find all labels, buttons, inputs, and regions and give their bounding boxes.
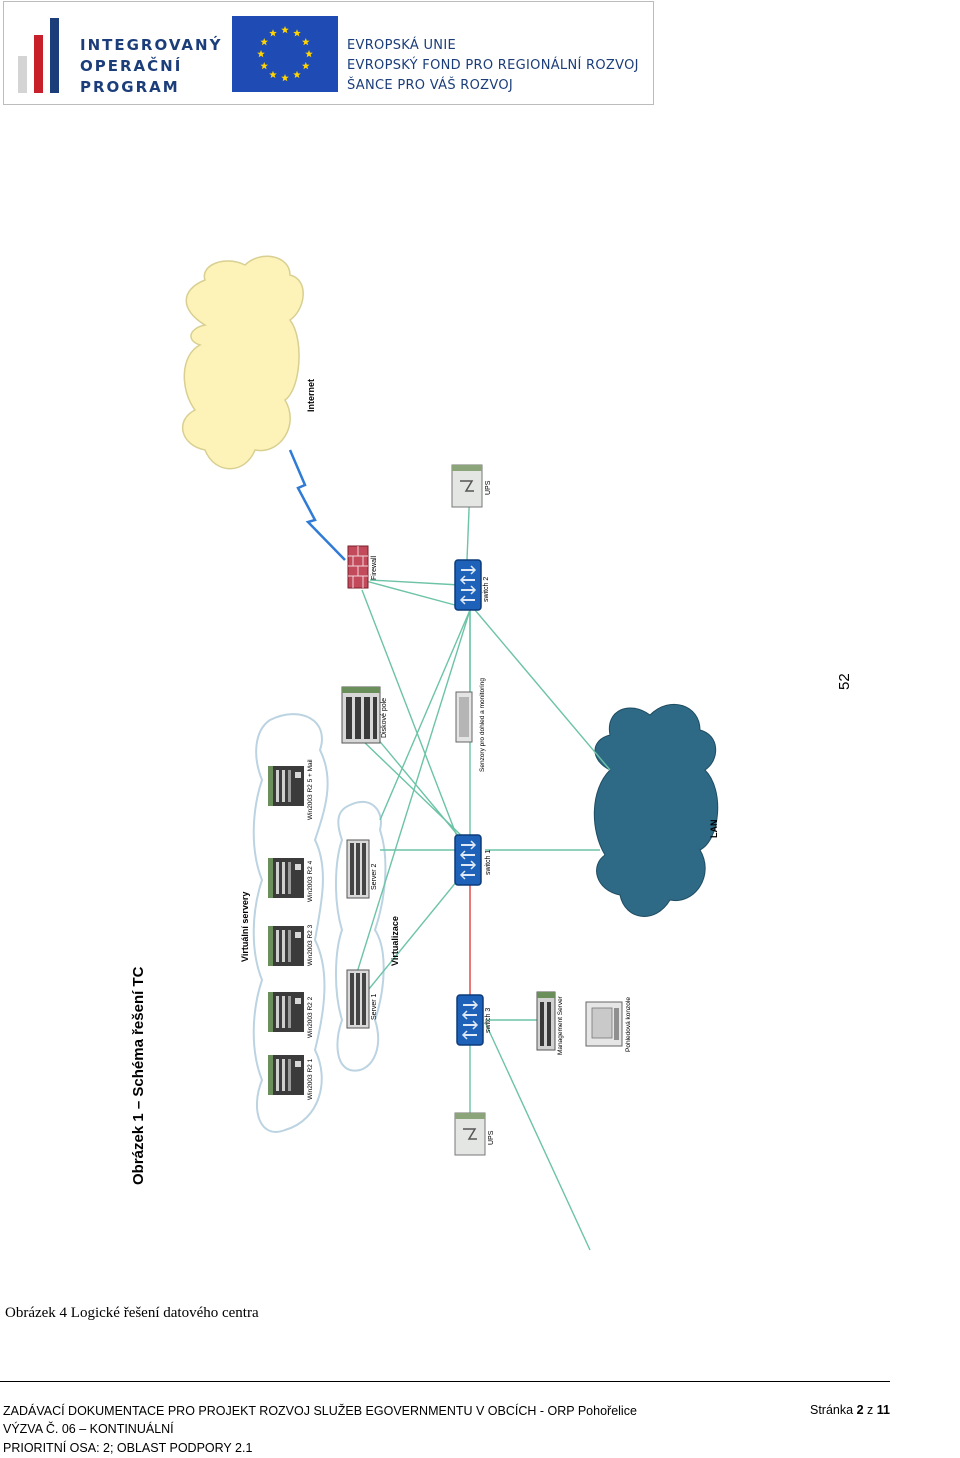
ups-bottom-icon bbox=[454, 1112, 486, 1156]
eu-star-icon bbox=[281, 26, 289, 34]
eu-star-icon bbox=[269, 29, 277, 37]
iop-logo-text: INTEGROVANÝ OPERAČNÍ PROGRAM bbox=[80, 35, 222, 98]
internet-link bbox=[288, 449, 346, 561]
eu-star-icon bbox=[260, 38, 269, 46]
eu-star-icon bbox=[260, 62, 269, 70]
server2-icon bbox=[346, 839, 370, 899]
management-server-icon bbox=[536, 991, 556, 1051]
eu-star-icon bbox=[293, 29, 301, 37]
page-prefix: Stránka bbox=[810, 1403, 854, 1417]
page-sep: z bbox=[867, 1403, 874, 1417]
eu-flag-icon bbox=[232, 16, 338, 92]
label-switch1: switch 1 bbox=[485, 850, 492, 875]
label-server1: Server 1 bbox=[371, 993, 378, 1020]
eu-star-icon bbox=[269, 70, 277, 79]
label-admin-console: Pohledová konzole bbox=[625, 997, 632, 1052]
label-vm3: Win2003 R2 3 bbox=[307, 924, 314, 966]
footer-page-counter: Stránka 2 z 11 bbox=[810, 1403, 890, 1417]
label-switch3: switch 3 bbox=[485, 1008, 492, 1033]
footer-line3: PRIORITNÍ OSA: 2; OBLAST PODPORY 2.1 bbox=[3, 1441, 253, 1455]
vm1-server-icon bbox=[268, 1055, 304, 1095]
eu-star-icon bbox=[301, 62, 310, 70]
eu-text-line2: EVROPSKÝ FOND PRO REGIONÁLNÍ ROZVOJ bbox=[347, 58, 639, 73]
monitoring-sensors-icon bbox=[455, 691, 473, 743]
network-links bbox=[349, 484, 611, 1251]
iop-logo-line3: PROGRAM bbox=[80, 78, 180, 96]
label-server2: Server 2 bbox=[371, 863, 378, 890]
eu-star-icon bbox=[301, 38, 310, 46]
vm4-server-icon bbox=[268, 858, 304, 898]
vm3-server-icon bbox=[268, 926, 304, 966]
page-total: 11 bbox=[876, 1403, 890, 1417]
network-diagram: Obrázek 1 – Schéma řešení TC Internet Fi… bbox=[130, 255, 719, 1251]
iop-logo-line2: OPERAČNÍ bbox=[80, 57, 183, 75]
label-virtualization: Virtualizace bbox=[390, 916, 400, 966]
label-switch2: switch 2 bbox=[483, 577, 490, 602]
firewall-icon bbox=[347, 545, 369, 589]
eu-text-line3: ŠANCE PRO VÁŠ ROZVOJ bbox=[347, 78, 514, 93]
eu-star-icon bbox=[293, 70, 301, 79]
label-vm2: Win2003 R2 2 bbox=[307, 996, 314, 1038]
label-lan: LAN bbox=[709, 820, 719, 839]
rotated-page-number: 52 bbox=[836, 673, 853, 690]
switch1-icon bbox=[454, 834, 482, 886]
figure-caption: Obrázek 4 Logické řešení datového centra bbox=[5, 1305, 259, 1321]
label-monitoring: Senzory pro dohled a monitoring bbox=[479, 678, 486, 772]
eu-star-icon bbox=[305, 50, 313, 58]
eu-star-icon bbox=[257, 50, 265, 58]
disk-array-icon bbox=[341, 686, 381, 744]
eu-text: EVROPSKÁ UNIE EVROPSKÝ FOND PRO REGIONÁL… bbox=[347, 36, 639, 96]
diagram-title: Obrázek 1 – Schéma řešení TC bbox=[130, 966, 147, 1185]
label-ups-bottom: UPS bbox=[488, 1130, 495, 1145]
eu-text-line1: EVROPSKÁ UNIE bbox=[347, 38, 456, 53]
footer-divider bbox=[0, 1381, 890, 1382]
label-firewall: Firewall bbox=[371, 555, 378, 580]
label-vm1: Win2003 R2 1 bbox=[307, 1058, 314, 1100]
label-vm5: Win2003 R2 5 + Mail bbox=[307, 759, 314, 820]
iop-logo-line1: INTEGROVANÝ bbox=[80, 36, 223, 54]
label-disk-array: Diskové pole bbox=[381, 698, 388, 738]
switch2-icon bbox=[454, 559, 482, 611]
eu-star-icon bbox=[281, 74, 289, 82]
footer-line2: VÝZVA Č. 06 – KONTINUÁLNÍ bbox=[3, 1422, 174, 1436]
label-ups-top: UPS bbox=[485, 480, 492, 495]
header-logo-banner: INTEGROVANÝ OPERAČNÍ PROGRAM EVROPSKÁ UN… bbox=[3, 1, 654, 105]
label-internet: Internet bbox=[306, 379, 316, 412]
switch3-icon bbox=[456, 994, 484, 1046]
footer-line1: ZADÁVACÍ DOKUMENTACE PRO PROJEKT ROZVOJ … bbox=[3, 1404, 637, 1418]
vm2-server-icon bbox=[268, 992, 304, 1032]
page-current: 2 bbox=[856, 1403, 864, 1417]
vm5-server-icon bbox=[268, 766, 304, 806]
admin-console-icon bbox=[585, 1001, 623, 1047]
label-virtual-servers: Virtuální servery bbox=[240, 892, 250, 962]
internet-cloud bbox=[181, 255, 304, 470]
ups-top-icon bbox=[451, 464, 483, 508]
label-vm4: Win2003 R2 4 bbox=[307, 860, 314, 902]
label-management-server: Management Server bbox=[557, 995, 564, 1055]
server1-icon bbox=[346, 969, 370, 1029]
lan-cloud bbox=[593, 703, 719, 917]
iop-logo-bars bbox=[18, 18, 59, 93]
